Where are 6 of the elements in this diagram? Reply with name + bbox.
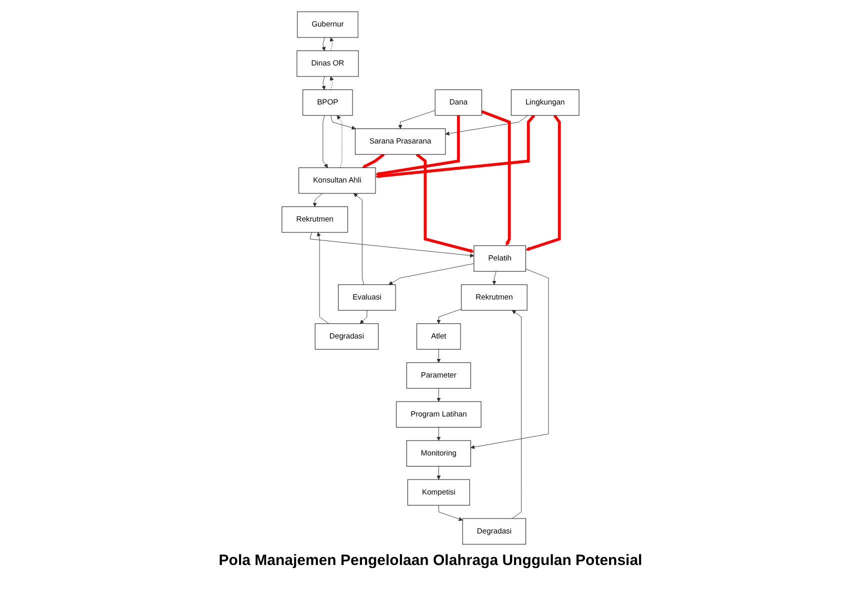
arrow: [416, 153, 474, 253]
caption: Pola Manajemen Pengelolaan Olahraga Unggulan Potensial: [218, 552, 644, 569]
arrow: [481, 110, 511, 246]
arrow: [526, 114, 561, 251]
arrow: [362, 153, 385, 168]
arrow: [375, 115, 460, 176]
